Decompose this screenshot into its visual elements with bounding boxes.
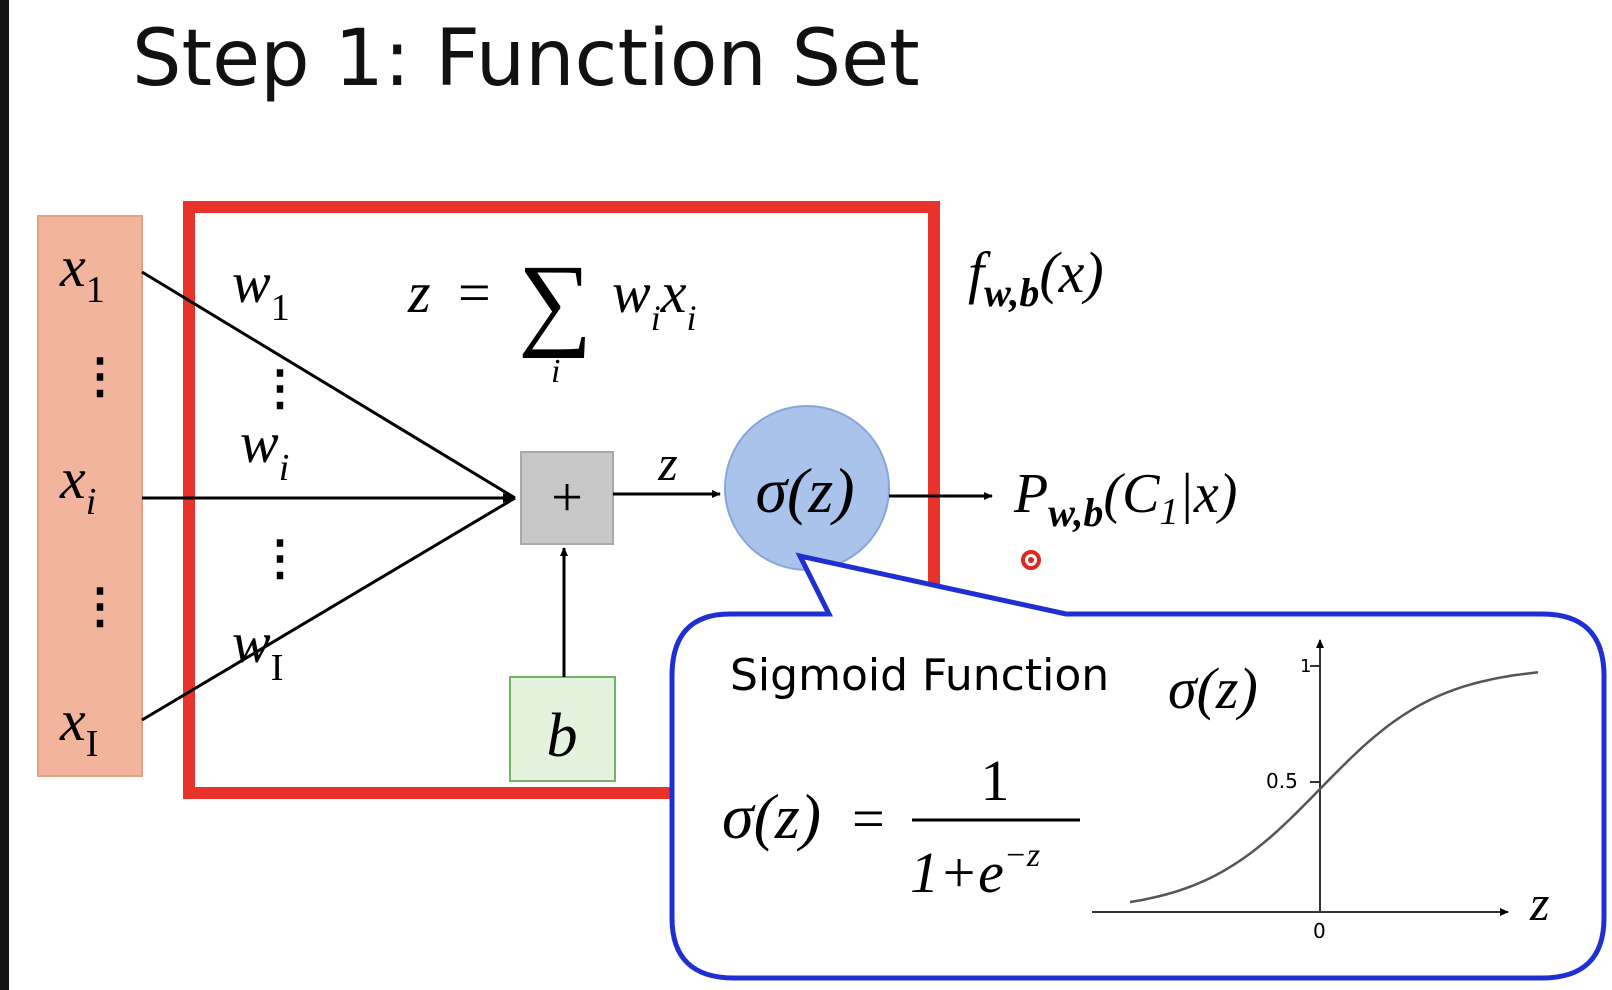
input-vector-box <box>37 215 143 777</box>
plot-ytick-1: 1 <box>1300 656 1311 677</box>
weight-wI: wI <box>232 610 283 689</box>
plot-xtick-0: 0 <box>1313 919 1326 943</box>
weight-wi: wi <box>240 410 289 489</box>
weight-dots-lower: ⋮ <box>256 532 304 585</box>
input-dots-lower: ⋮ <box>76 580 124 633</box>
input-xi: xi <box>59 446 96 523</box>
bias-label: b <box>547 702 578 770</box>
input-dots-upper: ⋮ <box>76 350 124 403</box>
plot-ytick-0.5: 0.5 <box>1266 769 1298 793</box>
edge-xI <box>141 496 516 722</box>
svg-text:=: = <box>458 260 491 325</box>
plot-ylabel: σ(z) <box>1168 656 1258 721</box>
callout-heading: Sigmoid Function <box>730 650 1109 701</box>
pointer-dot <box>1021 550 1041 570</box>
adder-node <box>520 451 614 545</box>
svg-text:wixi: wixi <box>612 260 696 338</box>
sigmoid-callout <box>669 552 1607 981</box>
svg-text:1: 1 <box>981 748 1010 813</box>
svg-text:=: = <box>852 786 885 851</box>
svg-text:σ(z): σ(z) <box>722 781 821 852</box>
svg-text:1+e−z: 1+e−z <box>910 837 1040 905</box>
sigmoid-curve <box>1129 671 1539 904</box>
edge-x1 <box>141 270 516 500</box>
weight-dots-upper: ⋮ <box>256 362 304 415</box>
window-edge <box>0 0 9 990</box>
function-label: fw,b(x) <box>968 240 1104 315</box>
sigmoid-plot: 1 0.5 0 σ(z) z <box>1092 639 1549 943</box>
activation-label: σ(z) <box>755 455 854 526</box>
sigmoid-formula: σ(z) = 1 1+e−z <box>722 748 1080 905</box>
output-label: Pw,b(C1|x) <box>1013 463 1237 535</box>
sum-formula: z = ∑ i wixi <box>407 244 696 390</box>
svg-text:z: z <box>407 260 431 325</box>
svg-text:∑: ∑ <box>518 244 592 359</box>
slide-title: Step 1: Function Set <box>132 14 920 104</box>
svg-text:i: i <box>551 353 560 390</box>
pointer-dot-center <box>1028 557 1034 563</box>
z-label: z <box>657 435 677 491</box>
adder-symbol: + <box>551 467 583 529</box>
input-x1: x1 <box>59 234 105 311</box>
weight-w1: w1 <box>232 250 290 329</box>
bias-node <box>509 676 616 782</box>
input-xI: xI <box>59 688 98 765</box>
plot-xlabel: z <box>1529 875 1549 931</box>
neuron-frame <box>183 201 940 799</box>
